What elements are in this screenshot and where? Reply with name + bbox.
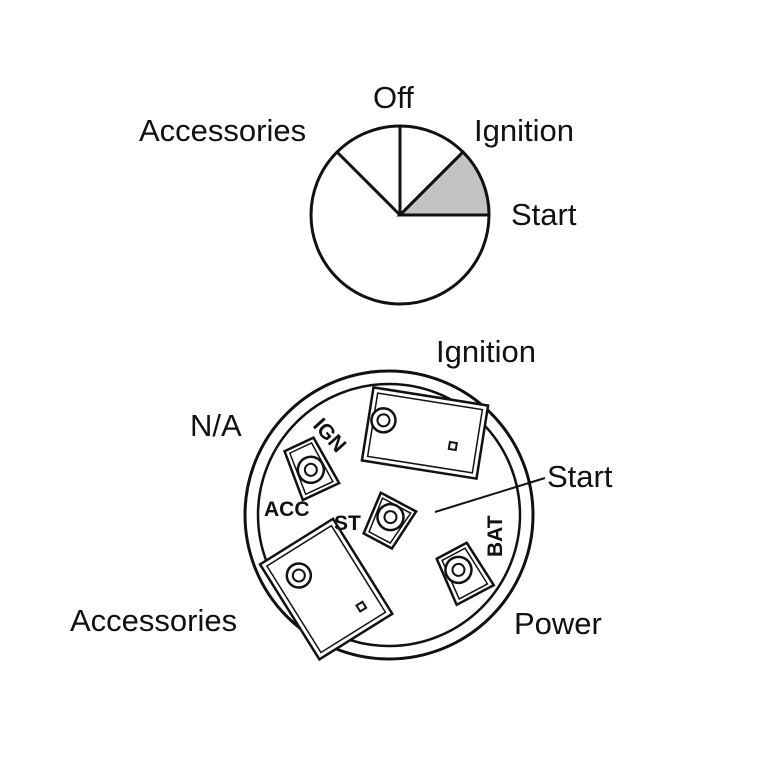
label-accessories-position: Accessories — [139, 113, 306, 148]
switch-outer-ring — [243, 369, 535, 661]
callout-power: Power — [514, 606, 602, 641]
switch-inner-ring — [256, 382, 522, 648]
switch-body — [243, 369, 535, 661]
label-ignition-position: Ignition — [474, 113, 574, 148]
callout-ignition: Ignition — [436, 334, 536, 369]
callout-na: N/A — [190, 408, 242, 443]
st-terminal — [362, 490, 418, 551]
start-leader-line — [434, 477, 546, 513]
divider-off-accessories — [335, 150, 402, 217]
ign-terminal — [360, 385, 490, 481]
acc-terminal — [282, 436, 341, 502]
terminal-label-bat: BAT — [484, 515, 507, 557]
callout-start: Start — [547, 459, 613, 494]
label-start-position: Start — [511, 197, 577, 232]
terminal-label-st: ST — [334, 512, 361, 535]
divider-ignition-start — [398, 150, 465, 217]
accessories-terminal-block — [258, 517, 395, 662]
callout-accessories: Accessories — [70, 603, 237, 638]
bat-terminal — [435, 541, 496, 607]
label-off: Off — [373, 80, 414, 115]
key-position-dial — [309, 124, 491, 306]
terminal-label-acc: ACC — [264, 498, 310, 521]
